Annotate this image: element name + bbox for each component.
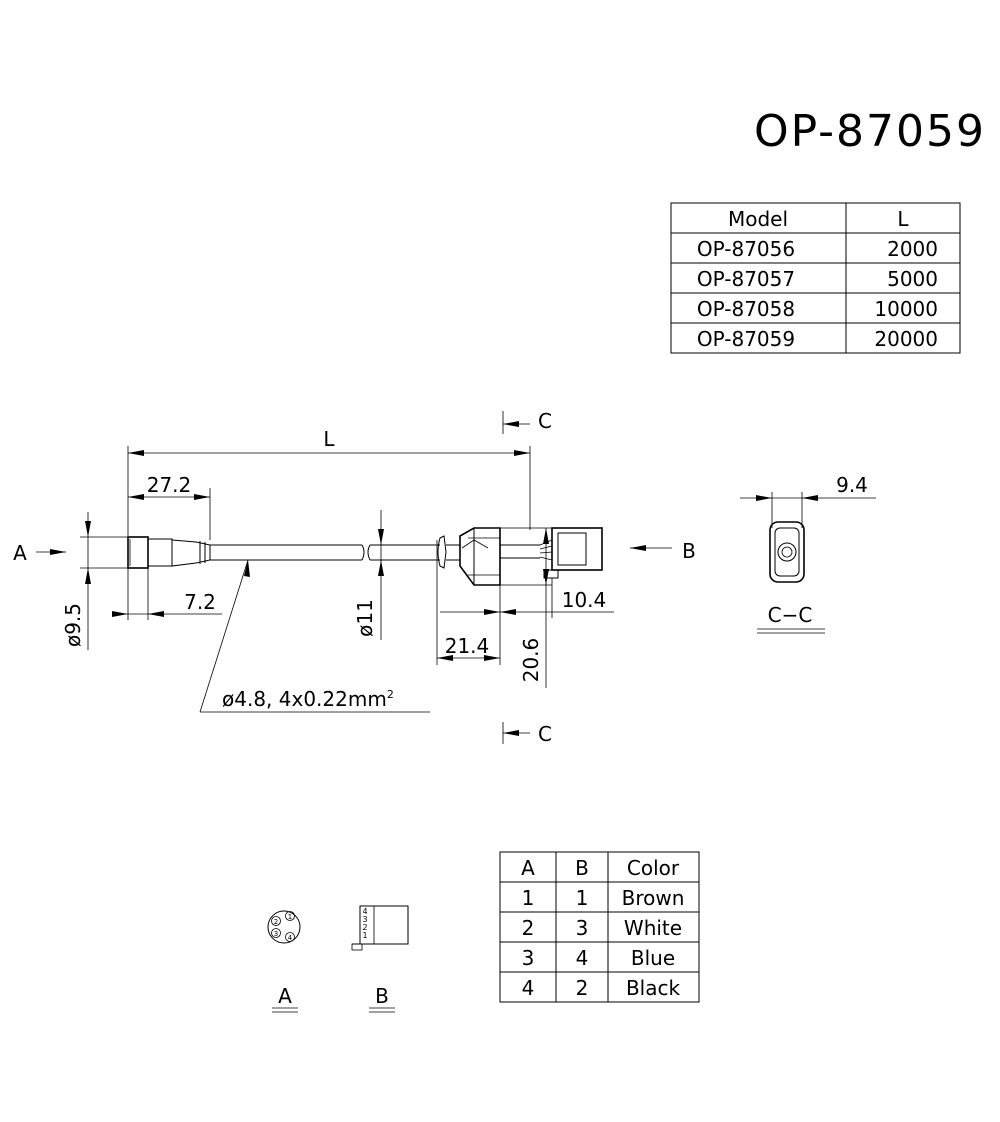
cable-spec-label: ø4.8, 4x0.22mm2	[222, 687, 394, 711]
wiring-header-b: B	[575, 856, 589, 880]
connector-b-label: B	[375, 984, 389, 1008]
model-table-header-model: Model	[728, 207, 788, 231]
wiring-cell: Blue	[631, 946, 675, 970]
dimension-7-2: 7.2	[184, 590, 216, 614]
model-table-cell: 10000	[874, 297, 938, 321]
wiring-table: A B Color 1 1 Brown 2 3 White 3 4 Blue 4…	[499, 851, 700, 1003]
pin-b-2: 2	[362, 923, 367, 932]
connector-b-face: 4 3 2 1 B	[351, 905, 409, 1013]
dimension-diameter-11: ø11	[353, 599, 377, 637]
wiring-header-color: Color	[627, 856, 680, 880]
pin-b-3: 3	[362, 915, 367, 924]
section-c-top-label: C	[538, 409, 552, 433]
section-c-c-label: C−C	[768, 603, 813, 627]
pin-b-4: 4	[362, 907, 367, 916]
model-table-cell: OP-87056	[697, 237, 795, 261]
wiring-cell: 4	[576, 946, 589, 970]
model-table: Model L OP-87056 2000 OP-87057 5000 OP-8…	[670, 202, 961, 354]
section-c-bottom-label: C	[538, 722, 552, 746]
dimension-lines: L 27.2 7.2 ø9.5 A ø11 ø4.8, 4	[13, 409, 696, 746]
wiring-cell: White	[624, 916, 682, 940]
wiring-cell: 4	[522, 976, 535, 1000]
pin-a-4: 4	[288, 934, 293, 942]
dimension-9-4: 9.4	[836, 473, 868, 497]
model-table-cell: OP-87059	[697, 327, 795, 351]
pin-a-1: 1	[288, 913, 292, 921]
dimension-length: L	[323, 427, 335, 451]
dimension-21-4: 21.4	[445, 634, 490, 658]
model-table-cell: 20000	[874, 327, 938, 351]
wiring-cell: Brown	[622, 886, 685, 910]
wiring-cell: 2	[576, 976, 589, 1000]
wiring-cell: 1	[576, 886, 589, 910]
wiring-cell: 3	[522, 946, 535, 970]
section-c-c-view: 9.4 C−C	[740, 473, 876, 634]
dimension-27-2: 27.2	[147, 473, 192, 497]
cable-spec-text: ø4.8, 4x0.22mm	[222, 687, 387, 711]
pin-b-1: 1	[362, 931, 367, 940]
pin-a-3: 3	[274, 930, 278, 938]
drawing-title: OP-87059	[754, 106, 986, 157]
cable-assembly-side-view	[127, 527, 603, 586]
model-table-header-length: L	[897, 207, 909, 231]
view-b-label: B	[682, 539, 696, 563]
connector-a-label: A	[278, 984, 292, 1008]
dimension-diameter-9-5: ø9.5	[61, 603, 85, 647]
wiring-header-a: A	[521, 856, 535, 880]
view-a-label: A	[13, 541, 27, 565]
connector-a-face: 1 2 3 4 A	[267, 910, 301, 1013]
dimension-10-4: 10.4	[562, 588, 607, 612]
dimension-20-6: 20.6	[519, 638, 543, 683]
wiring-cell: 2	[522, 916, 535, 940]
wiring-cell: 1	[522, 886, 535, 910]
cable-spec-superscript: 2	[387, 688, 394, 701]
pin-a-2: 2	[274, 918, 278, 926]
model-table-cell: OP-87058	[697, 297, 795, 321]
model-table-cell: 5000	[887, 267, 938, 291]
wiring-cell: 3	[576, 916, 589, 940]
wiring-cell: Black	[626, 976, 681, 1000]
model-table-cell: OP-87057	[697, 267, 795, 291]
model-table-cell: 2000	[887, 237, 938, 261]
